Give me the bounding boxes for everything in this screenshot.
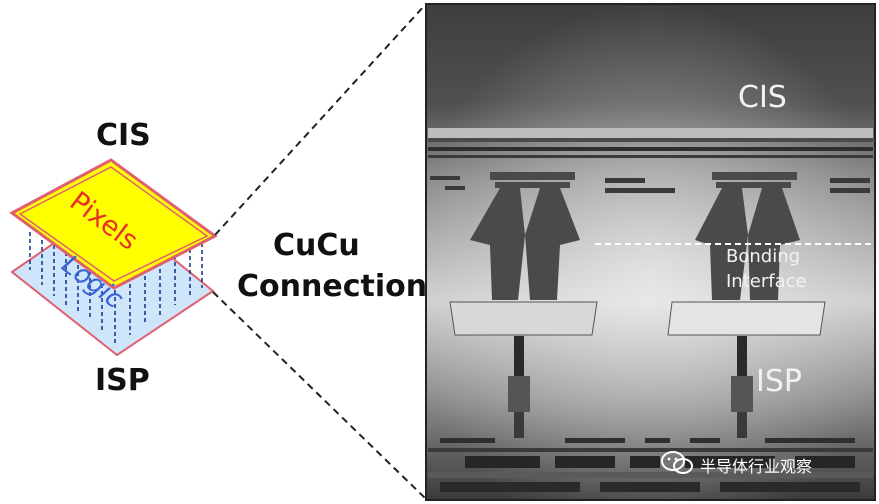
wechat-icon [660, 450, 694, 476]
zoom-line-top [214, 4, 426, 236]
cucu-label: CuCu [273, 228, 360, 263]
cis-top-label: CIS [96, 118, 151, 153]
micrograph [425, 3, 876, 501]
connections-label: Connections [237, 269, 445, 304]
zoom-line-bottom [212, 291, 426, 499]
micrograph-isp-label: ISP [756, 364, 802, 399]
bonding-interface-label-line2: Interface [726, 271, 807, 292]
isp-bottom-label: ISP [95, 363, 150, 398]
watermark-text: 半导体行业观察 [700, 457, 813, 476]
micrograph-cis-label: CIS [738, 80, 787, 115]
bonding-interface-label-line1: Bonding [726, 246, 801, 267]
